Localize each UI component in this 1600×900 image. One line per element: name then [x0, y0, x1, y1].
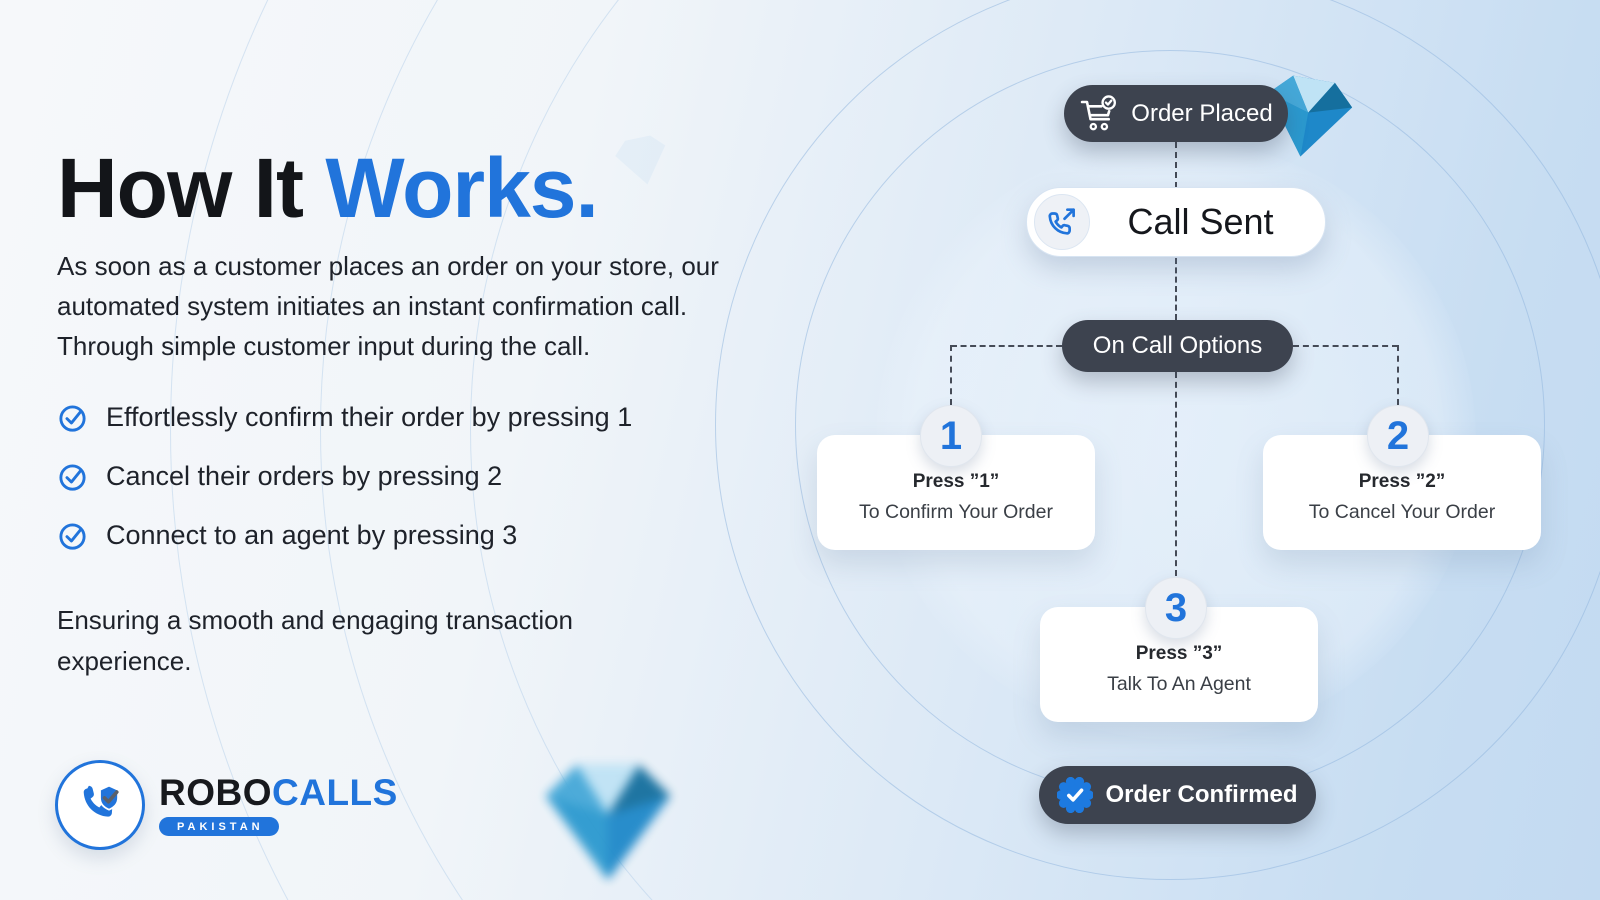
step-call-sent-label: Call Sent: [1127, 201, 1274, 242]
flow-ring-outer: [715, 0, 1600, 880]
page-title: How It Works.: [57, 140, 599, 237]
page-title-black: How It: [57, 141, 304, 235]
option-2-description: To Cancel Your Order: [1308, 501, 1496, 523]
option-1-title: Press ”1”: [912, 471, 1000, 492]
connector-branch-left-vertical: [950, 345, 952, 405]
check-circle-icon: [59, 405, 86, 432]
list-item: Effortlessly confirm their order by pres…: [57, 400, 632, 434]
logo-text: ROBOCALLS PAKISTAN: [159, 774, 398, 836]
verified-badge-icon: [1057, 777, 1094, 813]
option-1-description: To Confirm Your Order: [858, 501, 1053, 523]
step-order-placed: Order Placed: [1064, 85, 1288, 142]
option-1-number-circle: 1: [920, 405, 982, 467]
background-arc-ring: [170, 0, 1600, 900]
logo-country-pill: PAKISTAN: [159, 817, 279, 836]
connector-branch-right-horizontal: [1293, 345, 1398, 347]
robocalls-logo: ROBOCALLS PAKISTAN: [55, 760, 398, 850]
option-2-number-circle: 2: [1367, 405, 1429, 467]
check-circle-icon: [59, 523, 86, 550]
connector-call-sent-to-options: [1175, 258, 1177, 320]
option-3-number-circle: 3: [1145, 577, 1207, 639]
page-title-accent: Works.: [325, 141, 599, 235]
option-3-title: Press ”3”: [1135, 643, 1223, 664]
feature-bullet-list: Effortlessly confirm their order by pres…: [57, 400, 632, 577]
cart-check-icon: [1081, 94, 1117, 130]
bullet-text: Cancel their orders by pressing 2: [106, 460, 503, 491]
connector-branch-left-horizontal: [951, 345, 1062, 347]
list-item: Connect to an agent by pressing 3: [57, 518, 632, 552]
intro-paragraph: As soon as a customer places an order on…: [57, 251, 719, 361]
blurred-diamond-decoration: [545, 764, 671, 881]
option-3-number: 3: [1164, 585, 1188, 630]
connector-order-placed-to-call-sent: [1175, 142, 1177, 188]
option-3-description: Talk To An Agent: [1107, 673, 1251, 695]
connector-options-to-option3: [1175, 372, 1177, 576]
option-2-title: Press ”2”: [1358, 471, 1446, 492]
logo-word-calls: CALLS: [272, 772, 398, 813]
bullet-text: Effortlessly confirm their order by pres…: [106, 401, 633, 432]
connector-branch-right-vertical: [1397, 345, 1399, 405]
step-order-confirmed: Order Confirmed: [1039, 766, 1316, 824]
check-circle-icon: [59, 464, 86, 491]
diamond-gem-decoration: [1268, 75, 1353, 157]
logo-wordmark: ROBOCALLS: [159, 774, 398, 812]
outgoing-call-icon: [1048, 208, 1075, 235]
option-1-number: 1: [939, 413, 963, 458]
step-on-call-options-label: On Call Options: [1092, 332, 1263, 359]
step-on-call-options: On Call Options: [1062, 320, 1293, 372]
step-call-sent: Call Sent: [1026, 187, 1326, 257]
logo-phone-badge: [55, 760, 145, 850]
option-2-number: 2: [1386, 413, 1410, 458]
phone-shield-icon: [83, 784, 119, 817]
faint-diamond-decoration: [615, 135, 666, 185]
outro-paragraph: Ensuring a smooth and engaging transacti…: [57, 605, 574, 676]
step-order-placed-label: Order Placed: [1131, 99, 1273, 127]
logo-word-robo: ROBO: [159, 772, 272, 813]
bullet-text: Connect to an agent by pressing 3: [106, 519, 518, 550]
list-item: Cancel their orders by pressing 2: [57, 459, 632, 493]
call-sent-icon-circle: [1034, 194, 1090, 250]
step-order-confirmed-label: Order Confirmed: [1105, 781, 1298, 808]
